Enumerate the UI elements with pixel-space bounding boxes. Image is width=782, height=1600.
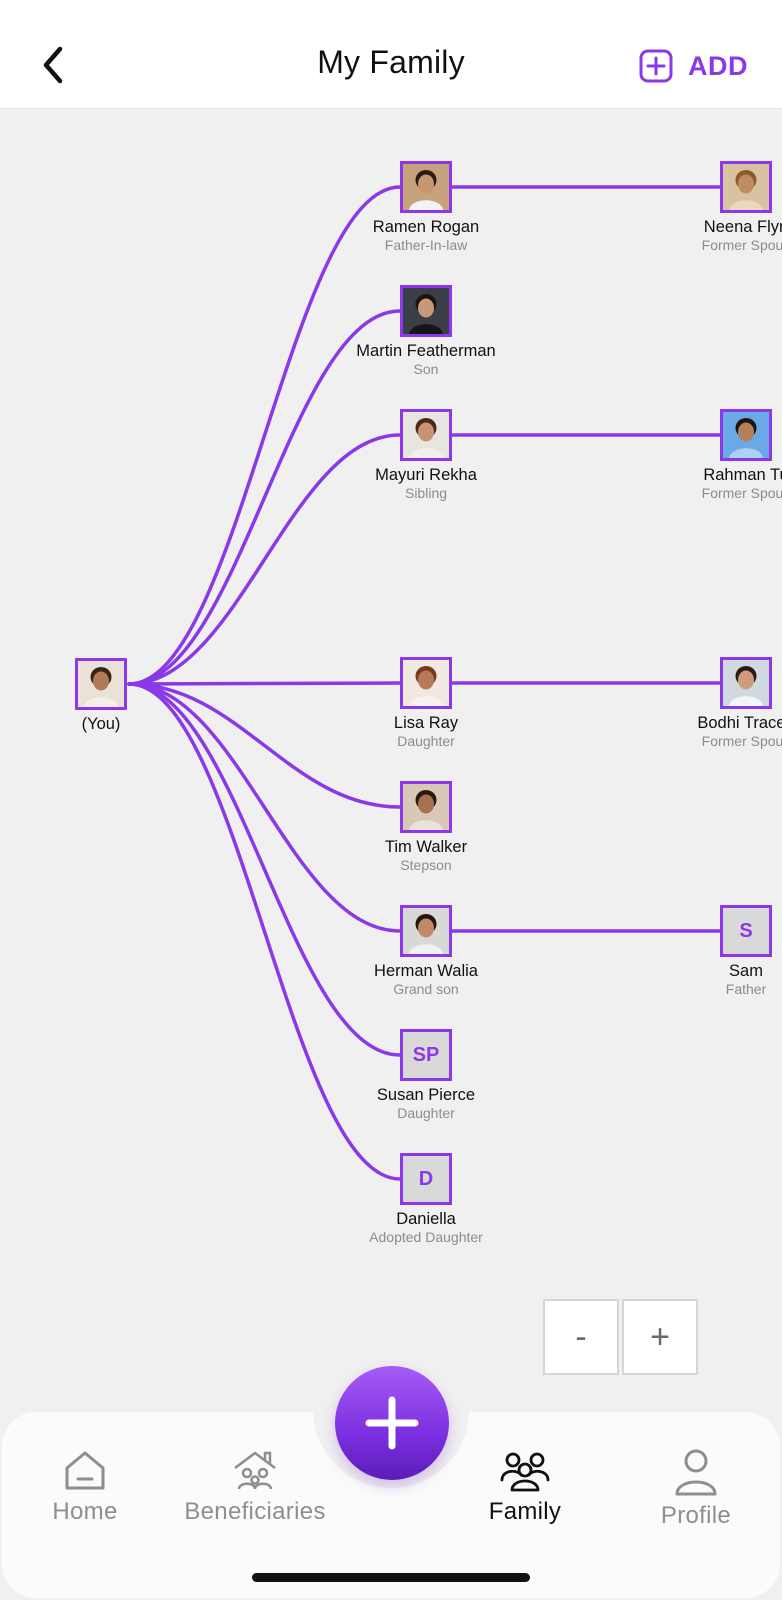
avatar-photo[interactable]: [720, 657, 772, 709]
avatar-photo[interactable]: [720, 409, 772, 461]
member-name: Mayuri Rekha: [375, 466, 477, 484]
initials-avatar[interactable]: SP: [400, 1029, 452, 1081]
avatar-initials: D: [418, 1167, 434, 1190]
member-relation: Adopted Daughter: [369, 1229, 483, 1245]
member-name: Tim Walker: [384, 838, 468, 856]
nav-item-profile[interactable]: Profile: [606, 1448, 782, 1530]
avatar-photo[interactable]: [400, 409, 452, 461]
nav-item-home[interactable]: Home: [0, 1448, 175, 1526]
parent-child-connector: [127, 682, 402, 933]
nav-label-home: Home: [52, 1498, 118, 1525]
member-name: Martin Featherman: [356, 342, 496, 360]
home-indicator: [252, 1573, 530, 1582]
home-icon: [65, 1451, 105, 1490]
member-name: Bodhi Tracen: [697, 714, 782, 732]
initials-avatar[interactable]: S: [720, 905, 772, 957]
family-group-icon: [500, 1452, 550, 1492]
initials-avatar[interactable]: D: [400, 1153, 452, 1205]
member-name: Susan Pierce: [376, 1086, 476, 1104]
page-title: My Family: [317, 44, 465, 80]
nav-item-beneficiaries[interactable]: Beneficiaries: [165, 1448, 345, 1526]
parent-child-connector: [127, 309, 402, 686]
avatar-photo[interactable]: [400, 657, 452, 709]
member-relation: Daughter: [397, 1105, 455, 1121]
member-relation: Grand son: [393, 981, 459, 997]
parent-child-connector: [127, 185, 402, 686]
avatar-photo[interactable]: [400, 285, 452, 337]
avatar-initials: S: [739, 919, 753, 942]
member-name: Daniella: [396, 1210, 456, 1228]
zoom-controls: - +: [543, 1299, 698, 1375]
nav-item-family[interactable]: Family: [435, 1448, 615, 1526]
top-app-bar: My Family ADD: [0, 0, 782, 109]
member-name: Lisa Ray: [393, 714, 459, 732]
back-button[interactable]: [36, 40, 76, 90]
nav-label-beneficiaries: Beneficiaries: [184, 1498, 326, 1525]
parent-child-connector: [127, 682, 402, 1057]
add-button-label: ADD: [688, 50, 748, 81]
parent-child-connector: [127, 682, 402, 809]
profile-person-icon: [675, 1449, 717, 1496]
plus-icon: [365, 1396, 419, 1450]
avatar-initials: SP: [412, 1043, 440, 1066]
avatar-photo[interactable]: [400, 161, 452, 213]
chevron-left-icon: [43, 46, 63, 84]
member-relation: Father: [725, 981, 767, 997]
member-relation: Former Spous: [701, 733, 782, 749]
self-node[interactable]: (You): [1, 658, 201, 734]
member-name: (You): [81, 715, 121, 733]
add-member-button[interactable]: ADD: [638, 46, 748, 86]
avatar-photo[interactable]: [720, 161, 772, 213]
zoom-in-button[interactable]: +: [622, 1299, 698, 1375]
avatar-photo[interactable]: [75, 658, 127, 710]
avatar-photo[interactable]: [400, 781, 452, 833]
member-name: Rahman Tu: [703, 466, 782, 484]
member-relation: Father-In-law: [384, 237, 468, 253]
beneficiaries-house-icon: [234, 1451, 276, 1490]
nav-label-profile: Profile: [660, 1502, 732, 1529]
member-relation: Son: [413, 361, 439, 377]
member-name: Sam: [729, 962, 763, 980]
parent-child-connector: [127, 681, 402, 686]
spouse-node[interactable]: Bodhi TracenFormer Spous: [646, 657, 782, 750]
zoom-out-button[interactable]: -: [543, 1299, 619, 1375]
member-name: Herman Walia: [374, 962, 478, 980]
member-name: Neena Flyn: [703, 218, 782, 236]
parent-child-connector: [127, 433, 402, 686]
member-relation: Sibling: [404, 485, 448, 501]
member-relation: Stepson: [400, 857, 452, 873]
nav-label-family: Family: [488, 1498, 562, 1525]
add-fab-button[interactable]: [335, 1366, 449, 1480]
tree-connector-lines: [127, 185, 722, 1181]
member-name: Ramen Rogan: [372, 218, 480, 236]
parent-child-connector: [127, 682, 402, 1181]
avatar-photo[interactable]: [400, 905, 452, 957]
member-relation: Former Spous: [701, 485, 782, 501]
plus-square-icon: [639, 49, 673, 83]
member-relation: Daughter: [397, 733, 455, 749]
member-relation: Former Spous: [701, 237, 782, 253]
